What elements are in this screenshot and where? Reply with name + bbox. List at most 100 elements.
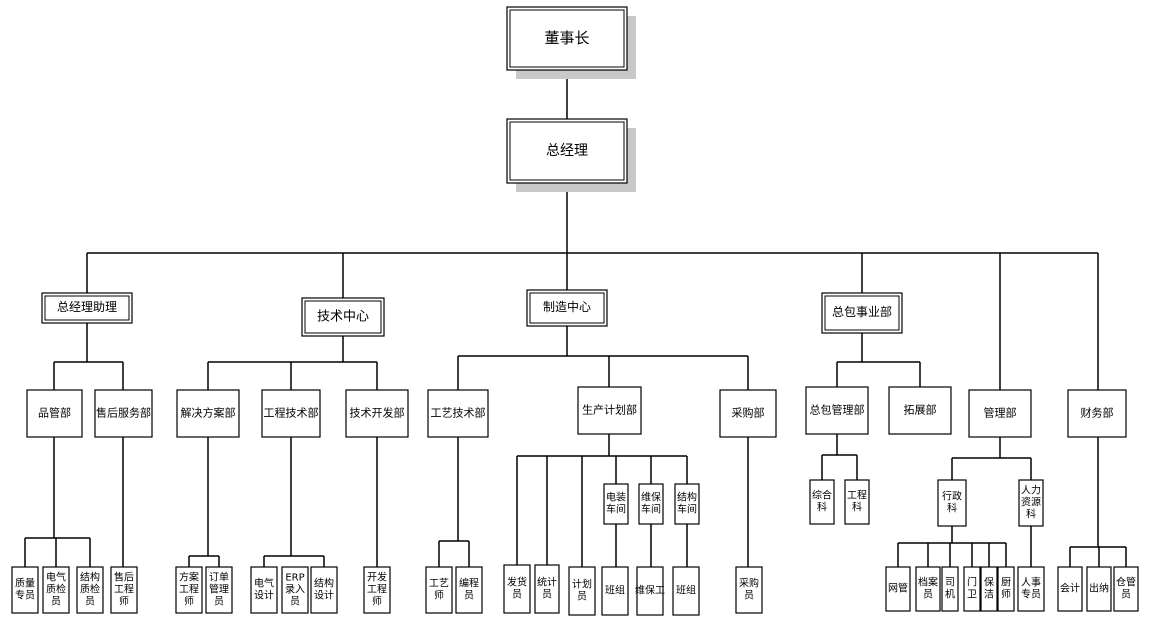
org-node-finance-dept: 财务部: [1067, 389, 1127, 438]
node-inner-border: [824, 295, 900, 331]
node-box: [1057, 566, 1083, 612]
node-label: 结构车间: [677, 491, 697, 516]
node-box: [577, 386, 642, 435]
node-label: 出纳: [1089, 582, 1109, 595]
node-label: 工艺技术部: [431, 405, 486, 419]
node-box: [205, 566, 233, 614]
node-box: [175, 566, 203, 614]
node-label: 总包管理部: [810, 402, 865, 416]
node-label: 总包事业部: [832, 304, 892, 319]
org-node-cashier: 出纳: [1086, 566, 1112, 612]
org-node-solution-engineer: 方案工程师: [175, 566, 203, 614]
connector-lines: [24, 70, 1127, 567]
org-node-hr-section: 人力资源科: [1018, 479, 1044, 527]
node-label: 人事专员: [1021, 576, 1041, 601]
org-node-gm-assistant: 总经理助理: [41, 292, 133, 324]
node-box: [941, 566, 959, 612]
org-nodes: 董事长总经理总经理助理技术中心制造中心总包事业部品管部售后服务部解决方案部工程技…: [11, 6, 1139, 616]
node-label: 网管: [888, 582, 908, 595]
org-node-dev-engineer: 开发工程师: [363, 566, 391, 614]
node-box: [261, 389, 321, 438]
node-box: [915, 566, 941, 612]
node-label: 董事长: [544, 29, 589, 47]
node-box: [980, 566, 998, 612]
org-node-quality-specialist: 质量专员: [11, 566, 39, 614]
node-label: 综合科: [812, 489, 832, 514]
node-label: 制造中心: [543, 299, 591, 314]
node-label: 售后工程师: [114, 571, 134, 608]
node-inner-border: [509, 121, 625, 181]
org-node-maintenance-workshop: 维保车间: [638, 483, 664, 525]
node-label: 订单管理员: [209, 572, 229, 608]
org-node-accountant: 会计: [1057, 566, 1083, 612]
node-label: 生产计划部: [582, 402, 637, 416]
node-inner-border: [509, 9, 625, 68]
node-label: 电装车间: [606, 491, 626, 516]
org-node-electrical-design: 电气设计: [250, 566, 278, 614]
node-box: [601, 566, 629, 616]
node-label: 司机: [945, 578, 955, 601]
org-node-warehouse-keeper: 仓管员: [1113, 566, 1139, 612]
node-box: [26, 389, 83, 438]
org-node-engineering-section: 工程科: [844, 479, 870, 525]
node-box: [41, 292, 133, 324]
node-box: [968, 389, 1032, 438]
node-label: 电气质检员: [46, 571, 66, 608]
node-box: [963, 566, 981, 612]
node-box: [937, 479, 967, 527]
node-label: 统计员: [537, 576, 557, 601]
node-label: 技术中心: [317, 310, 369, 325]
org-node-guard: 门卫: [963, 566, 981, 612]
node-label: 总经理: [546, 143, 588, 159]
node-box: [250, 566, 278, 614]
node-box: [844, 479, 870, 525]
node-label: 工艺师: [429, 578, 449, 602]
node-label: 电气设计: [254, 577, 274, 602]
node-box: [42, 566, 70, 614]
org-node-network-admin: 网管: [885, 566, 911, 612]
node-label: 财务部: [1081, 405, 1114, 419]
org-node-contract-dept: 总包事业部: [821, 292, 903, 334]
node-box: [301, 297, 385, 337]
org-node-admin-section: 行政科: [937, 479, 967, 527]
node-box: [503, 564, 531, 614]
node-label: 计划员: [572, 578, 592, 603]
node-box: [603, 483, 629, 525]
org-node-production-plan-dept: 生产计划部: [577, 386, 642, 435]
node-box: [1086, 566, 1112, 612]
node-box: [11, 566, 39, 614]
node-label: 厨师: [1001, 577, 1011, 601]
org-node-expansion-dept: 拓展部: [888, 386, 952, 435]
node-box: [888, 386, 952, 435]
node-box: [427, 389, 489, 438]
org-node-after-sales-dept: 售后服务部: [94, 389, 153, 438]
node-label: 工程技术部: [264, 405, 319, 419]
node-box: [506, 118, 628, 184]
org-node-mfg-center: 制造中心: [526, 289, 608, 327]
node-label: 维保车间: [641, 491, 661, 516]
org-node-programmer: 编程员: [455, 566, 483, 614]
node-label: 采购部: [732, 405, 765, 419]
node-box: [821, 292, 903, 334]
node-label: 方案工程师: [179, 571, 199, 608]
node-box: [885, 566, 911, 612]
node-box: [425, 566, 453, 614]
node-label: 技术开发部: [350, 405, 405, 419]
node-box: [506, 6, 628, 71]
org-node-shipping-clerk: 发货员: [503, 564, 531, 614]
node-label: 售后服务部: [96, 405, 151, 419]
node-label: 保洁: [984, 576, 994, 601]
node-box: [110, 566, 138, 614]
node-label: 班组: [605, 584, 625, 597]
org-node-quality-dept: 品管部: [26, 389, 83, 438]
node-box: [1067, 389, 1127, 438]
node-label: 发货员: [507, 576, 527, 601]
node-inner-border: [304, 300, 382, 334]
node-label: 拓展部: [904, 402, 937, 416]
org-node-driver: 司机: [941, 566, 959, 612]
org-node-purchaser: 采购员: [735, 566, 763, 614]
node-box: [1113, 566, 1139, 612]
org-node-statistician: 统计员: [534, 564, 560, 614]
node-box: [94, 389, 153, 438]
